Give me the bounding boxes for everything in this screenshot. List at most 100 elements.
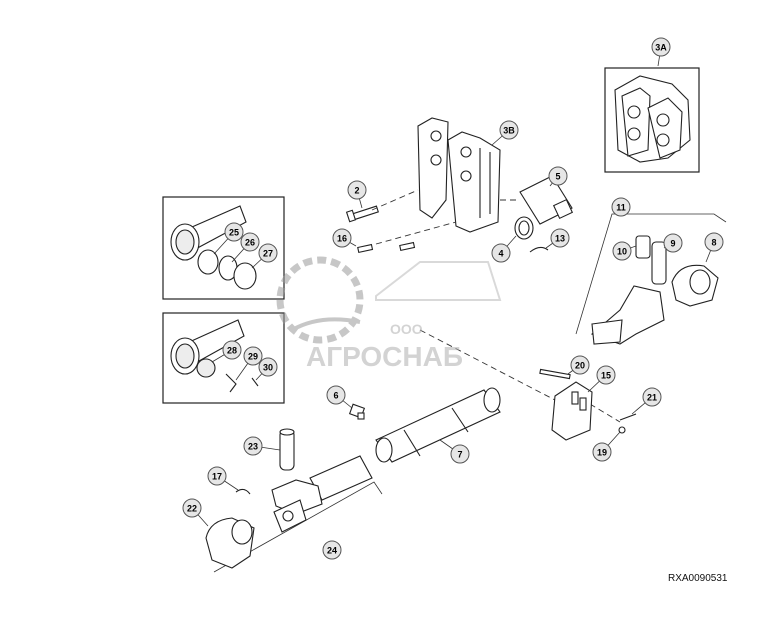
callout-19: 19 xyxy=(592,431,621,462)
callout-label-22: 22 xyxy=(187,504,197,514)
callout-25: 25 xyxy=(213,222,244,255)
callout-23: 23 xyxy=(243,436,281,456)
callout-9: 9 xyxy=(663,233,683,253)
callout-bubble-27 xyxy=(258,243,278,263)
assembly-line-1 xyxy=(371,189,419,211)
callout-17: 17 xyxy=(207,466,239,491)
part-21-pin xyxy=(619,413,637,421)
callout-bubble-3b xyxy=(499,120,519,140)
callout-label-6: 6 xyxy=(333,391,338,401)
part-link-end-assembly-lower xyxy=(170,319,259,393)
part-24-shaft-assembly xyxy=(213,455,383,573)
callout-16: 16 xyxy=(332,228,357,248)
callout-4: 4 xyxy=(491,235,517,263)
watermark-company-name: АГРОСНАБ xyxy=(306,341,463,372)
callout-label-27: 27 xyxy=(263,249,273,259)
callout-8: 8 xyxy=(704,232,724,263)
part-link-end-assembly-upper xyxy=(170,205,257,290)
callout-bubble-22 xyxy=(182,498,202,518)
callout-label-11: 11 xyxy=(616,203,626,213)
assembly-line-4 xyxy=(419,329,556,401)
callout-27: 27 xyxy=(251,243,278,269)
callout-label-9: 9 xyxy=(670,239,675,249)
callout-bubble-29 xyxy=(243,346,263,366)
callout-bubble-7 xyxy=(450,444,470,464)
callout-bubble-26 xyxy=(240,232,260,252)
part-19-nut xyxy=(618,426,626,434)
callout-3b: 3B xyxy=(491,120,519,146)
callout-label-3a: 3A xyxy=(655,43,667,53)
assembly-line-5 xyxy=(589,403,621,423)
callout-11: 11 xyxy=(611,197,631,217)
callout-label-7: 7 xyxy=(457,450,462,460)
part-22-clevis xyxy=(205,517,255,569)
callout-bubble-8 xyxy=(704,232,724,252)
callout-bubble-4 xyxy=(491,243,511,263)
callout-bubble-30 xyxy=(258,357,278,377)
callout-bubble-24 xyxy=(322,540,342,560)
callout-bubble-2 xyxy=(347,180,367,200)
callout-22: 22 xyxy=(182,498,209,527)
callout-bubble-20 xyxy=(570,355,590,375)
callout-bubble-11 xyxy=(611,197,631,217)
callout-label-13: 13 xyxy=(555,234,565,244)
callout-label-23: 23 xyxy=(248,442,258,452)
callout-24: 24 xyxy=(322,540,342,560)
callout-7: 7 xyxy=(439,439,470,464)
callout-label-21: 21 xyxy=(647,393,657,403)
callout-label-26: 26 xyxy=(245,238,255,248)
callout-30: 30 xyxy=(255,357,278,381)
callout-3a: 3A xyxy=(651,37,671,67)
callout-bubble-19 xyxy=(592,442,612,462)
watermark-gear-logo xyxy=(276,256,364,344)
callout-label-5: 5 xyxy=(555,172,560,182)
part-13-ring xyxy=(529,246,549,253)
callout-28: 28 xyxy=(211,340,242,363)
part-16-bolt xyxy=(357,241,416,254)
inset-frame-link-end-upper xyxy=(162,196,285,300)
callout-bubble-3a xyxy=(651,37,671,57)
part-11-group xyxy=(575,213,727,345)
reference-code: RXA0090531 xyxy=(668,573,728,584)
callout-13: 13 xyxy=(545,228,570,249)
callout-5: 5 xyxy=(548,166,568,187)
callout-bubble-9 xyxy=(663,233,683,253)
callout-bubble-21 xyxy=(642,387,662,407)
part-3A-bracket xyxy=(614,75,691,163)
part-2-bolt xyxy=(345,205,379,223)
callout-label-19: 19 xyxy=(597,448,607,458)
assembly-line-2 xyxy=(375,221,457,245)
callout-bubble-15 xyxy=(596,365,616,385)
part-7-tube xyxy=(375,387,501,463)
watermark: ООО АГРОСНАБ xyxy=(276,256,502,372)
callout-label-25: 25 xyxy=(229,228,239,238)
part-23-pin xyxy=(279,428,295,471)
callout-label-29: 29 xyxy=(248,352,258,362)
callout-bubble-13 xyxy=(550,228,570,248)
callout-label-20: 20 xyxy=(575,361,585,371)
callout-29: 29 xyxy=(235,346,263,381)
part-17-ring xyxy=(235,488,251,495)
callout-label-15: 15 xyxy=(601,371,611,381)
callout-6: 6 xyxy=(326,385,353,409)
callout-label-16: 16 xyxy=(337,234,347,244)
callout-label-2: 2 xyxy=(354,186,359,196)
callout-15: 15 xyxy=(587,365,616,393)
callout-label-10: 10 xyxy=(617,247,627,257)
callout-21: 21 xyxy=(631,387,662,415)
callout-10: 10 xyxy=(612,241,637,261)
part-20-bolt xyxy=(539,368,571,380)
callout-bubble-23 xyxy=(243,436,263,456)
callout-label-3b: 3B xyxy=(503,126,515,136)
callout-20: 20 xyxy=(567,355,590,375)
callout-2: 2 xyxy=(347,180,367,209)
part-3B-bracket xyxy=(417,117,501,233)
callout-label-24: 24 xyxy=(327,546,337,556)
part-6-fitting xyxy=(348,403,366,420)
callout-label-8: 8 xyxy=(711,238,716,248)
callout-bubble-16 xyxy=(332,228,352,248)
watermark-prefix: ООО xyxy=(390,321,423,337)
inset-frame-3A xyxy=(604,67,700,173)
